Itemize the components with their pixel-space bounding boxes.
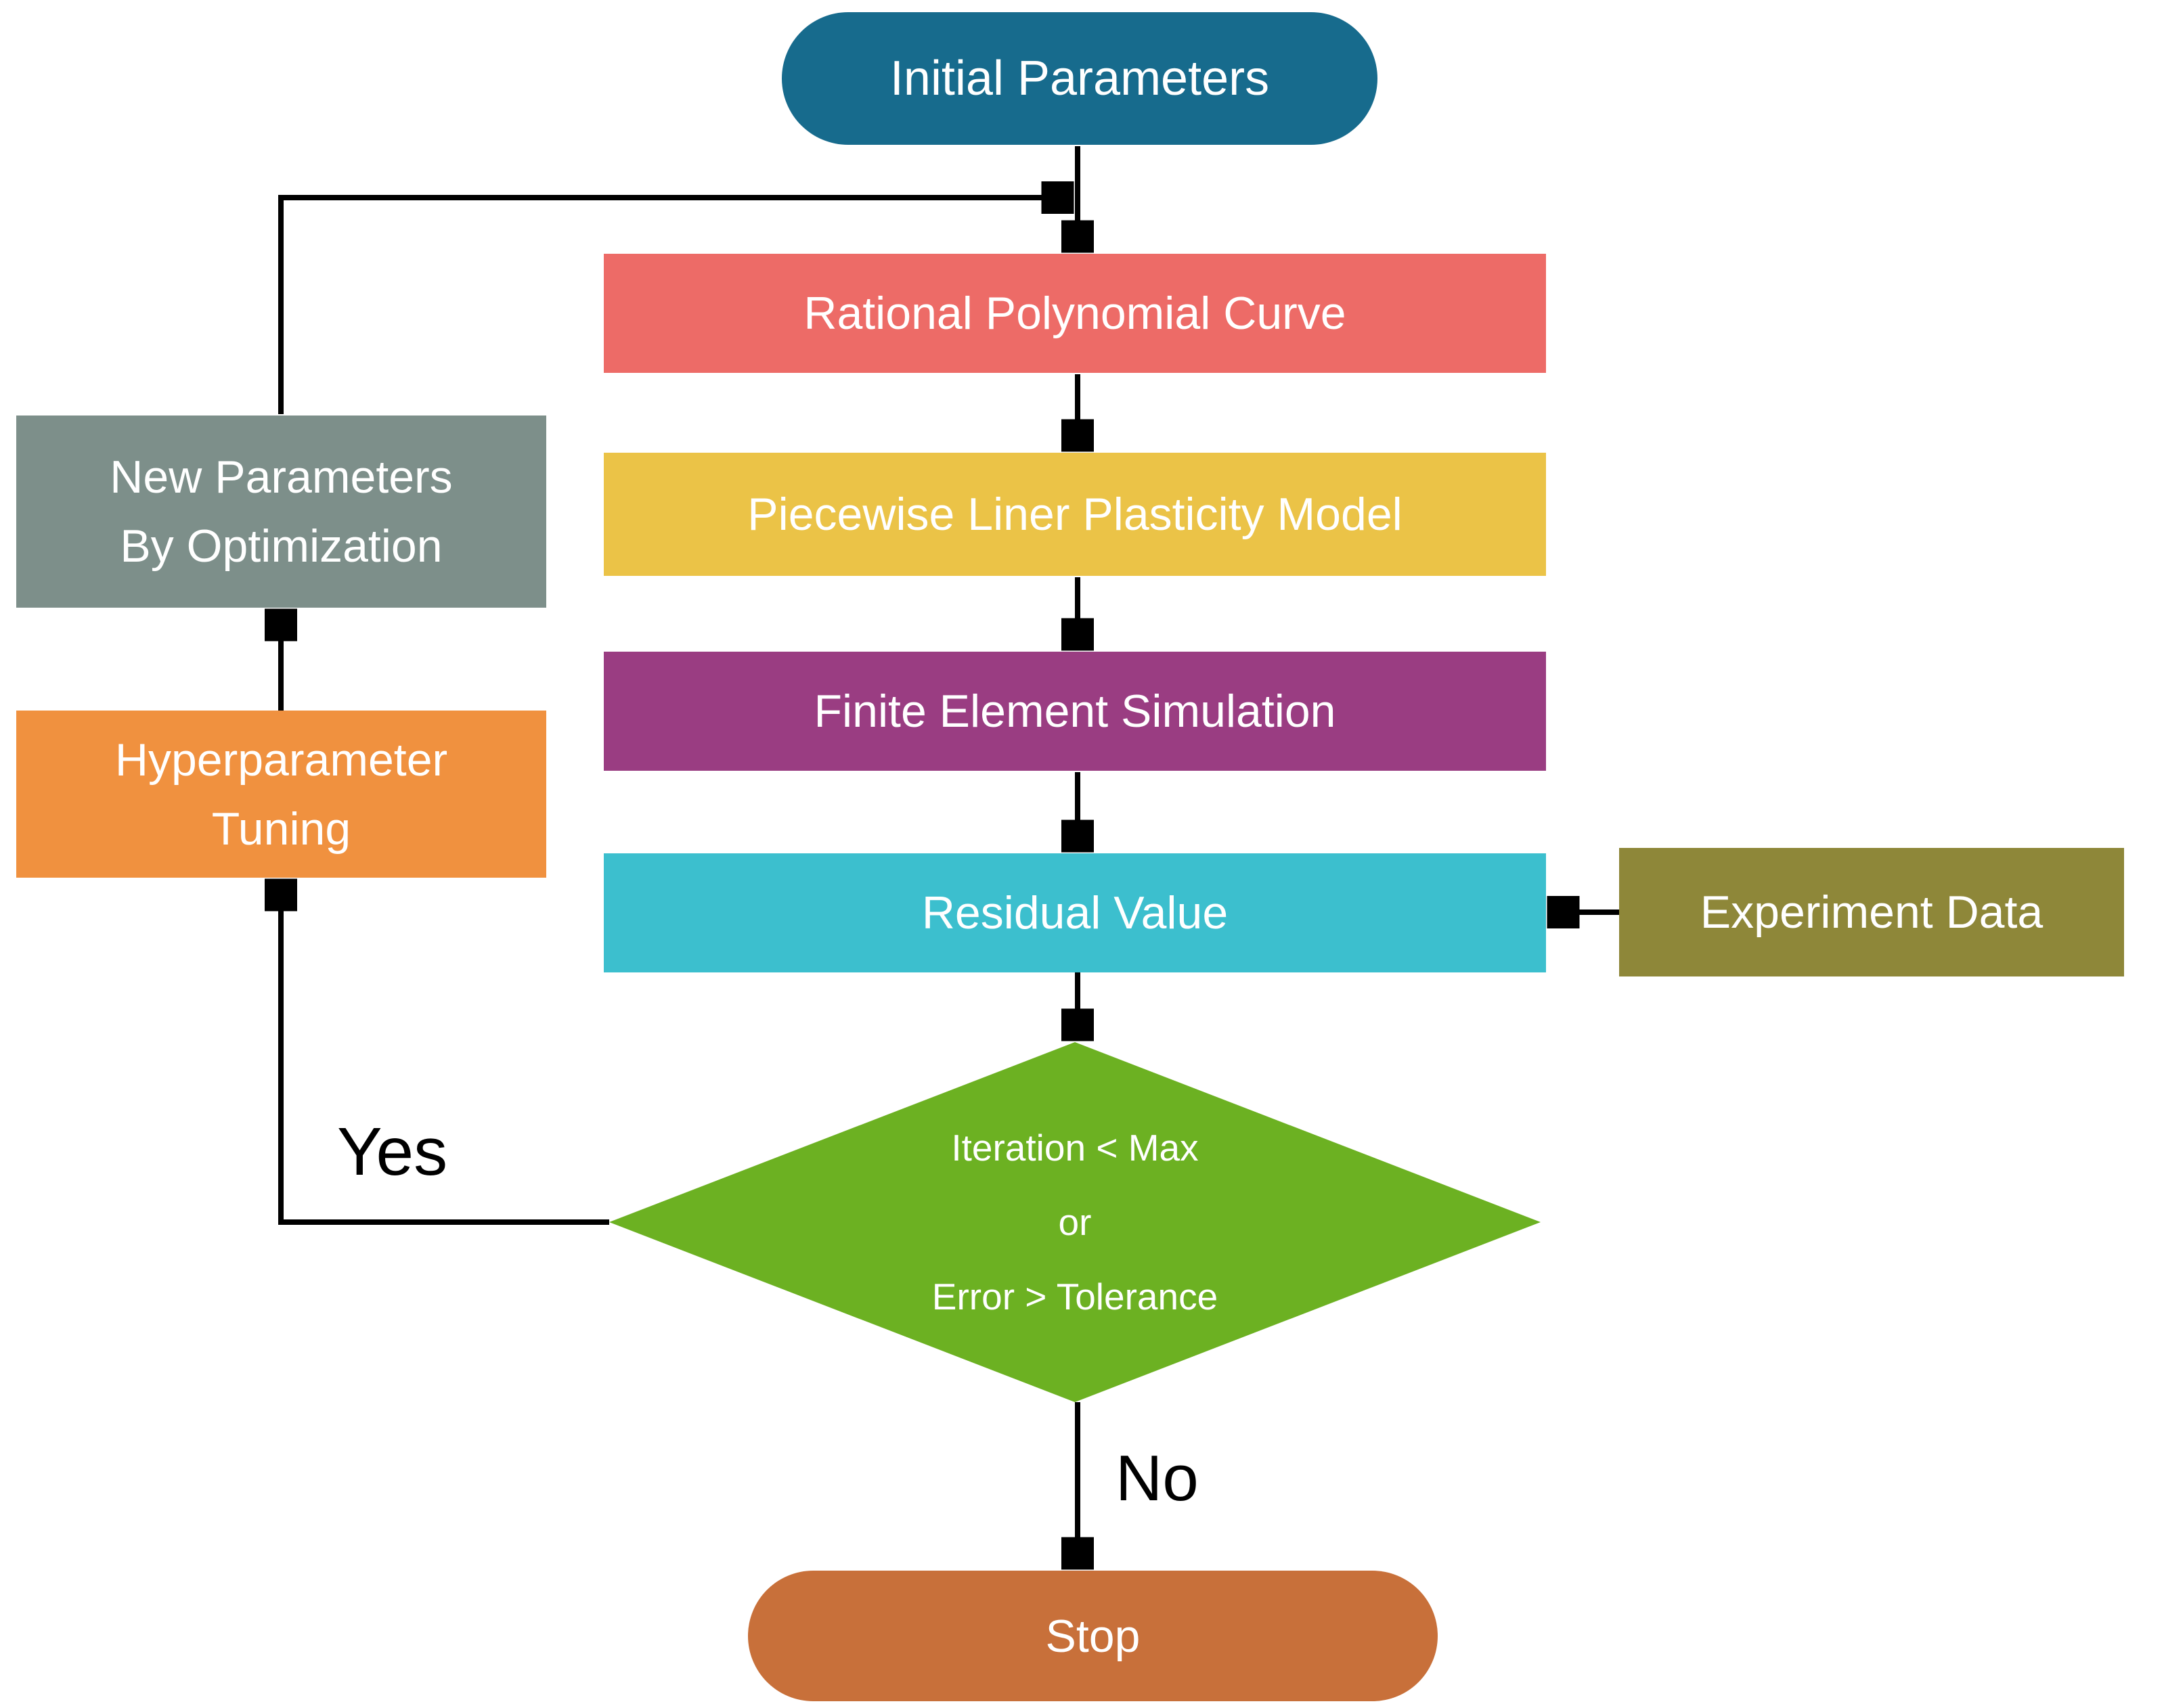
node-residual-value-label: Residual Value — [921, 887, 1229, 939]
node-finite-element-simulation: Finite Element Simulation — [604, 652, 1546, 771]
node-experiment-data: Experiment Data — [1619, 848, 2124, 976]
node-hyperparameter-tuning-label: Hyperparameter Tuning — [114, 734, 448, 855]
node-new-parameters-by-optimization: New Parameters By Optimization — [16, 415, 546, 608]
node-stop: Stop — [748, 1571, 1438, 1701]
node-hyperparameter-tuning: Hyperparameter Tuning — [16, 711, 546, 878]
node-new-parameters-by-optimization-label: New Parameters By Optimization — [110, 451, 453, 572]
node-piecewise-liner-plasticity-model: Piecewise Liner Plasticity Model — [604, 453, 1546, 576]
node-finite-element-simulation-label: Finite Element Simulation — [814, 686, 1336, 737]
node-decision-diamond-label: Iteration < Max or Error > Tolerance — [931, 1127, 1218, 1318]
node-stop-label: Stop — [1045, 1610, 1141, 1662]
node-initial-parameters: Initial Parameters — [782, 12, 1377, 145]
node-piecewise-liner-plasticity-model-label: Piecewise Liner Plasticity Model — [747, 489, 1403, 540]
node-experiment-data-label: Experiment Data — [1700, 886, 2044, 938]
node-rational-polynomial-curve: Rational Polynomial Curve — [604, 254, 1546, 373]
node-residual-value: Residual Value — [604, 853, 1546, 972]
edge-label-no: No — [1116, 1442, 1199, 1514]
node-initial-parameters-label: Initial Parameters — [889, 51, 1270, 106]
edge-newparams-to-mainflow — [278, 198, 1042, 414]
node-rational-polynomial-curve-label: Rational Polynomial Curve — [803, 288, 1346, 339]
edge-decision-yes-to-hyper — [281, 910, 609, 1225]
edge-label-yes: Yes — [337, 1114, 448, 1190]
